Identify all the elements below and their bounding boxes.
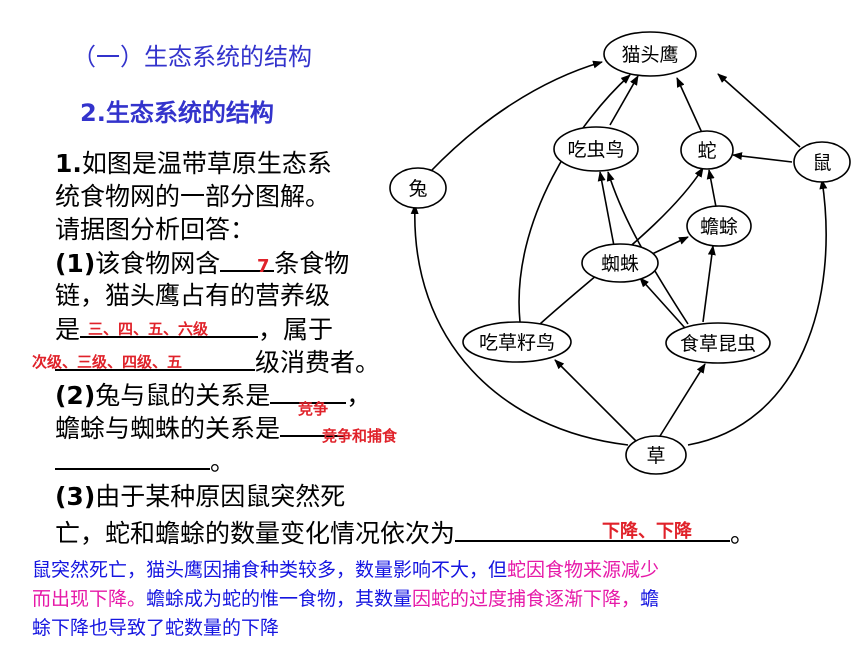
explanation-line-1: 鼠突然死亡，猫头鹰因捕食种类较多，数量影响不大，但蛇因食物来源减少 bbox=[32, 559, 660, 581]
label-seed-bird: 吃草籽鸟 bbox=[479, 332, 555, 354]
node-insect-bird bbox=[553, 126, 639, 172]
edge-insectbird-owl bbox=[609, 75, 639, 126]
node-rabbit bbox=[389, 167, 447, 209]
edge-seedbird-owl bbox=[518, 74, 631, 323]
subsection-heading: 2.生态系统的结构 bbox=[80, 99, 274, 127]
blank-toad-spider bbox=[280, 411, 345, 437]
question-part3-line1: (3)由于某种原因鼠突然死 bbox=[55, 482, 346, 511]
blank-population-change bbox=[455, 516, 731, 542]
edge-toad-snake bbox=[706, 169, 717, 208]
label-owl: 猫头鹰 bbox=[621, 44, 678, 66]
blank-chain-count bbox=[220, 246, 275, 272]
edge-grass-insect bbox=[659, 363, 706, 437]
edge-snake-owl bbox=[676, 77, 704, 136]
label-grass: 草 bbox=[646, 445, 665, 467]
question-part1-line3: 是，属于 bbox=[55, 312, 333, 346]
edge-insect-toad bbox=[702, 245, 716, 323]
blank-consumer-level bbox=[55, 345, 255, 371]
edge-grass-rabbit bbox=[410, 204, 629, 446]
question-part1-line2: 链，猫头鹰占有的营养级 bbox=[55, 281, 331, 310]
question-part2-line3: 。 bbox=[55, 444, 235, 478]
edge-mouse-snake bbox=[732, 152, 793, 163]
answer-toad-spider: 竞争和捕食 bbox=[322, 427, 398, 445]
label-rabbit: 兔 bbox=[408, 178, 427, 200]
question-part3-line2: 亡，蛇和蟾蜍的数量变化情况依次为。 bbox=[55, 516, 755, 550]
edge-mouse-owl bbox=[717, 73, 801, 148]
edge-insect-spider bbox=[639, 277, 686, 329]
question-part2-line2: 蟾蜍与蜘蛛的关系是 bbox=[55, 411, 345, 445]
label-toad: 蟾蜍 bbox=[700, 216, 738, 238]
node-seed-bird bbox=[462, 321, 572, 363]
node-owl bbox=[603, 31, 697, 77]
question-line-2: 统食物网的一部分图解。 bbox=[55, 182, 331, 211]
edge-spider-toad bbox=[649, 236, 689, 256]
question-line-1: 1.如图是温带草原生态系 bbox=[55, 149, 332, 178]
node-spider bbox=[581, 243, 659, 283]
answer-trophic-levels: 三、四、五、六级 bbox=[88, 320, 209, 338]
blank-trophic-levels bbox=[80, 312, 259, 338]
question-part1-line4: 级消费者。 bbox=[55, 345, 380, 379]
explanation-line-2: 而出现下降。蟾蜍成为蛇的惟一食物，其数量因蛇的过度捕食逐渐下降，蟾 bbox=[32, 588, 660, 610]
answer-rabbit-mouse: 竞争 bbox=[298, 400, 329, 418]
label-herb-insect: 食草昆虫 bbox=[680, 333, 756, 355]
answer-consumer-level: 次级、三级、四级、五 bbox=[32, 353, 183, 371]
node-mouse bbox=[793, 141, 851, 183]
question-line-3: 请据图分析回答： bbox=[55, 215, 256, 244]
node-toad bbox=[686, 205, 752, 247]
question-part1-line1: (1)该食物网含条食物 bbox=[55, 246, 349, 280]
edge-grass-mouse bbox=[687, 179, 828, 446]
section-heading: （一）生态系统的结构 bbox=[72, 43, 312, 71]
edge-insect-insectbird bbox=[606, 171, 689, 325]
label-mouse: 鼠 bbox=[812, 152, 831, 174]
blank-rabbit-mouse bbox=[270, 378, 347, 404]
label-spider: 蜘蛛 bbox=[601, 253, 639, 275]
question-part2-line1: (2)兔与鼠的关系是， bbox=[55, 378, 371, 412]
node-herb-insect bbox=[665, 322, 771, 364]
explanation-line-3: 蜍下降也导致了蛇数量的下降 bbox=[32, 617, 280, 639]
label-snake: 蛇 bbox=[697, 140, 716, 162]
node-grass bbox=[625, 435, 687, 475]
node-snake bbox=[680, 130, 734, 170]
edge-grass-seedbird bbox=[554, 359, 637, 442]
edge-rabbit-owl bbox=[429, 60, 603, 173]
answer-chain-count: 7 bbox=[257, 256, 270, 277]
label-insect-bird: 吃虫鸟 bbox=[567, 139, 624, 161]
answer-population-change: 下降、下降 bbox=[602, 521, 692, 542]
edge-spider-insectbird bbox=[597, 171, 615, 247]
